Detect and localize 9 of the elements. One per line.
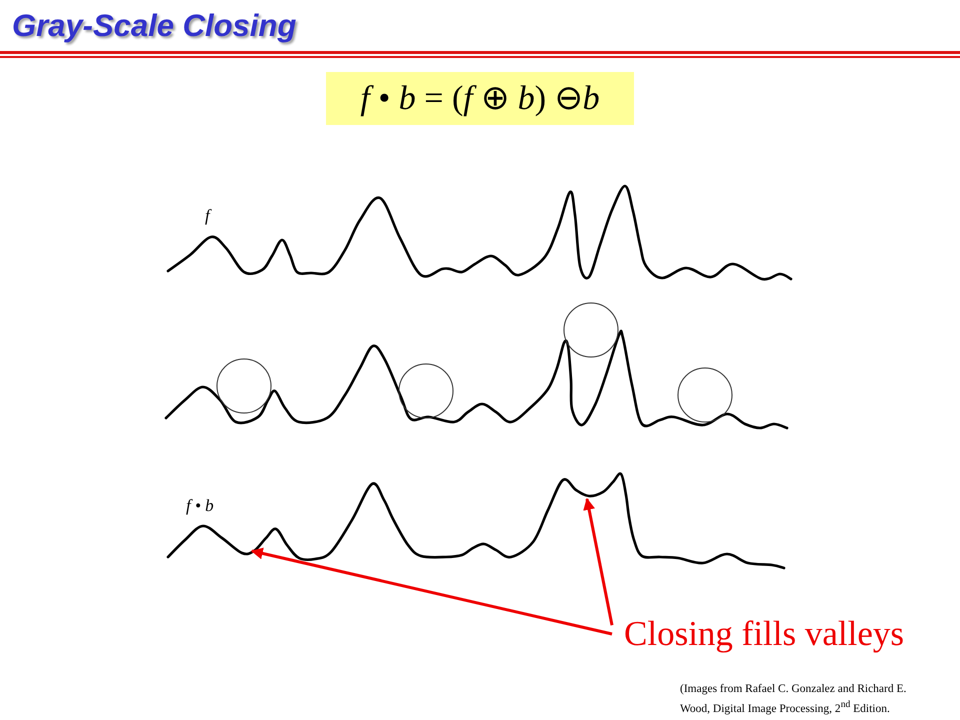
leader-arrow	[250, 548, 612, 636]
formula: f • b = (f ⊕ b) ⊖b	[326, 72, 634, 125]
annotation-text: Closing fills valleys	[612, 612, 904, 656]
source-note: (Images from Rafael C. Gonzalez and Richard E. Wood, Digital Image Processing, 2$^{nd}$ Edition.	[680, 682, 908, 717]
curve-label: f • b	[186, 496, 214, 516]
slide-title: Gray-Scale Closing	[12, 8, 296, 44]
signal-curve	[166, 472, 786, 570]
leader-arrow	[583, 498, 614, 626]
curve-label: f	[205, 206, 210, 226]
